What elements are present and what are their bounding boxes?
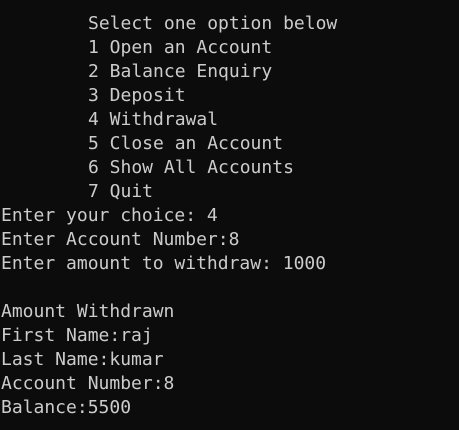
menu-option-open-account: 1 Open an Account — [88, 37, 273, 58]
menu-option-balance-enquiry: 2 Balance Enquiry — [88, 61, 273, 82]
menu-option-close-account: 5 Close an Account — [88, 133, 284, 154]
first-name-line: First Name:raj — [1, 325, 153, 346]
withdraw-amount-prompt-line: Enter amount to withdraw: 1000 — [1, 253, 327, 274]
menu-option-deposit: 3 Deposit — [88, 85, 186, 106]
status-message: Amount Withdrawn — [1, 301, 175, 322]
last-name-line: Last Name:kumar — [1, 349, 164, 370]
menu-option-withdrawal: 4 Withdrawal — [88, 109, 219, 130]
blank-line — [0, 276, 459, 300]
account-number-line: Account Number:8 — [1, 373, 175, 394]
menu-option-show-accounts: 6 Show All Accounts — [88, 157, 294, 178]
account-number-prompt-line: Enter Account Number:8 — [1, 229, 240, 250]
menu-header: Select one option below — [88, 13, 338, 34]
choice-prompt-line: Enter your choice: 4 — [1, 205, 218, 226]
balance-line: Balance:5500 — [1, 397, 132, 418]
menu-option-quit: 7 Quit — [88, 181, 154, 202]
